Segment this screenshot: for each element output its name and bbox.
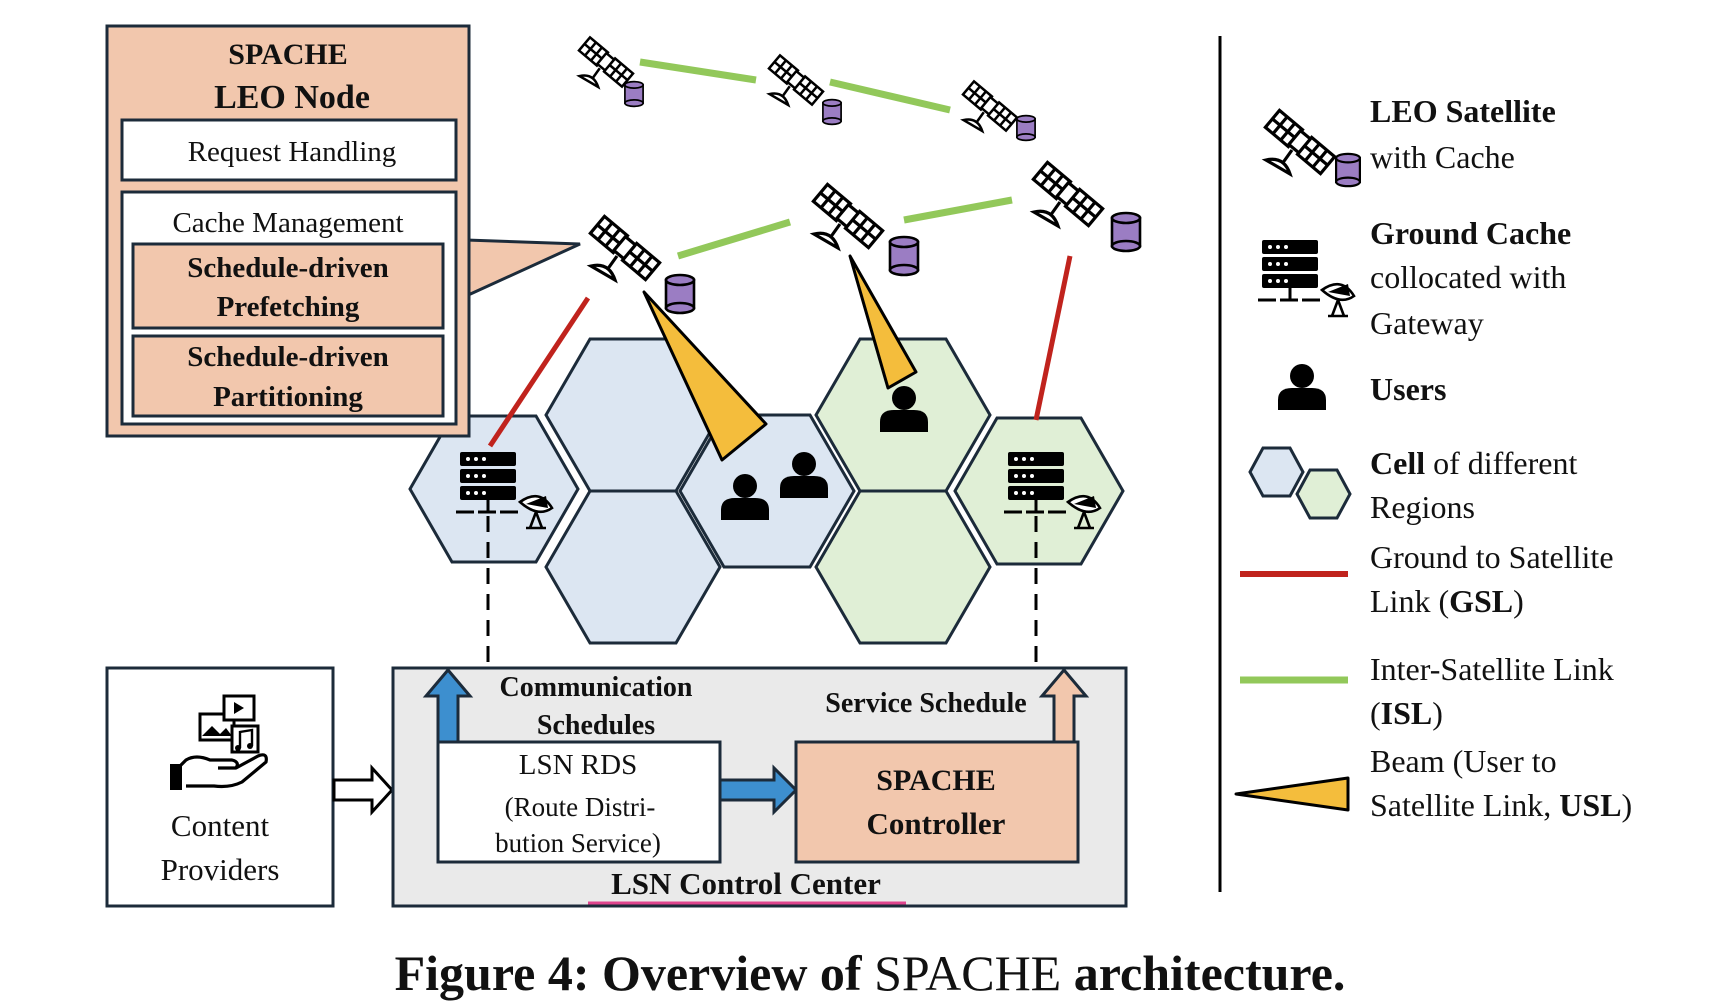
- legend-gsl-line1: Ground to Satellite: [1370, 539, 1614, 575]
- beams: [642, 254, 918, 462]
- controller-line2: Controller: [867, 806, 1006, 841]
- legend-cell-line1: Cell of different: [1370, 445, 1577, 481]
- legend-ground-line3: Gateway: [1370, 305, 1484, 341]
- gsl-link: [1033, 255, 1073, 421]
- providers-label-line2: Providers: [161, 852, 280, 887]
- cache-cylinder-icon: [624, 80, 644, 108]
- beam-middle: [848, 254, 918, 390]
- cache-cylinder-icon: [1110, 211, 1142, 253]
- cache-cylinder-icon: [822, 98, 842, 126]
- cache-cylinder-icon: [888, 235, 920, 277]
- partitioning-label-line1: Schedule-driven: [187, 341, 388, 373]
- legend-cache-cylinder-icon: [1334, 152, 1362, 188]
- legend-ground-line2: collocated with: [1370, 259, 1566, 295]
- cell-green-bottom: [814, 489, 992, 645]
- satellite-icon: [588, 214, 662, 282]
- figure-caption: Figure 4: Overview of SPACHE architectur…: [395, 945, 1346, 1001]
- content-providers-box: Content Providers: [105, 666, 335, 908]
- cache-cylinder-icon: [1016, 114, 1036, 142]
- comm-schedules-line2: Schedules: [537, 710, 655, 741]
- media-hand-icon: [170, 694, 268, 790]
- legend: LEO Satellite with Cache Ground Cache co…: [1234, 93, 1632, 823]
- legend-usl-line1: Beam (User to: [1370, 743, 1557, 779]
- legend-isl-line2: (ISL): [1370, 695, 1443, 731]
- controller-line1: SPACHE: [876, 764, 995, 797]
- prefetching-label-line1: Schedule-driven: [187, 252, 388, 284]
- lsn-rds-line2: (Route Distri-: [505, 792, 656, 822]
- legend-gsl-line2: Link (GSL): [1370, 583, 1524, 619]
- providers-label-line1: Content: [171, 808, 270, 843]
- legend-user-icon: [1278, 364, 1326, 410]
- beam-left: [642, 290, 768, 462]
- service-schedule-up-arrow: [1038, 667, 1090, 744]
- request-handling-label: Request Handling: [188, 136, 397, 168]
- control-center-box: Communication Schedules Service Schedule…: [391, 666, 1128, 908]
- rds-to-controller-arrow: [718, 764, 799, 816]
- node-callout-pointer: [464, 238, 581, 299]
- satellite-icon: [767, 54, 825, 107]
- gsl-link: [487, 296, 591, 448]
- leo-node-box: SPACHE LEO Node Request Handling Cache M…: [105, 24, 581, 438]
- spache-controller-box: [794, 740, 1080, 864]
- comm-schedules-line1: Communication: [500, 672, 693, 703]
- partitioning-label-line2: Partitioning: [213, 381, 363, 413]
- satellite-icon: [961, 80, 1019, 133]
- satellite-icon: [1031, 160, 1105, 228]
- legend-beam-icon: [1234, 776, 1350, 812]
- lsn-rds-line3: bution Service): [495, 828, 661, 858]
- isl-link: [903, 196, 1013, 224]
- legend-isl-line1: Inter-Satellite Link: [1370, 651, 1614, 687]
- cache-cylinder-icon: [664, 273, 696, 315]
- legend-satellite-icon: [1263, 108, 1337, 176]
- isl-links: [639, 58, 1013, 260]
- comm-schedule-up-arrow: [422, 667, 474, 744]
- legend-ground-cache-icon: [1256, 238, 1356, 318]
- satellite-icon: [577, 36, 635, 89]
- partitioning-box: [131, 334, 445, 418]
- control-center-label: LSN Control Center: [611, 866, 881, 901]
- service-schedule-label: Service Schedule: [825, 688, 1026, 719]
- legend-cell-icon: [1248, 446, 1352, 520]
- legend-sat-bold: LEO Satellite: [1370, 93, 1556, 129]
- legend-ground-bold: Ground Cache: [1370, 215, 1571, 251]
- legend-cell-line2: Regions: [1370, 489, 1475, 525]
- lsn-rds-box: [436, 740, 722, 864]
- isl-link: [676, 218, 792, 260]
- satellite-icon: [811, 182, 885, 250]
- request-handling-box: [120, 118, 458, 182]
- node-title-spache: SPACHE: [228, 38, 347, 71]
- prefetching-box: [131, 242, 445, 330]
- legend-sat-rest: with Cache: [1370, 139, 1515, 175]
- prefetching-label-line2: Prefetching: [217, 291, 360, 323]
- cell-blue-bottom: [544, 489, 722, 645]
- providers-to-control-arrow: [332, 764, 395, 816]
- isl-link: [639, 58, 757, 84]
- legend-users: Users: [1370, 371, 1446, 407]
- node-title-leo-node: LEO Node: [214, 79, 370, 116]
- lsn-rds-line1: LSN RDS: [519, 749, 637, 781]
- legend-usl-line2: Satellite Link, USL): [1370, 787, 1632, 823]
- gsl-links: [487, 255, 1073, 448]
- isl-link: [829, 78, 951, 114]
- cache-management-label: Cache Management: [172, 207, 403, 239]
